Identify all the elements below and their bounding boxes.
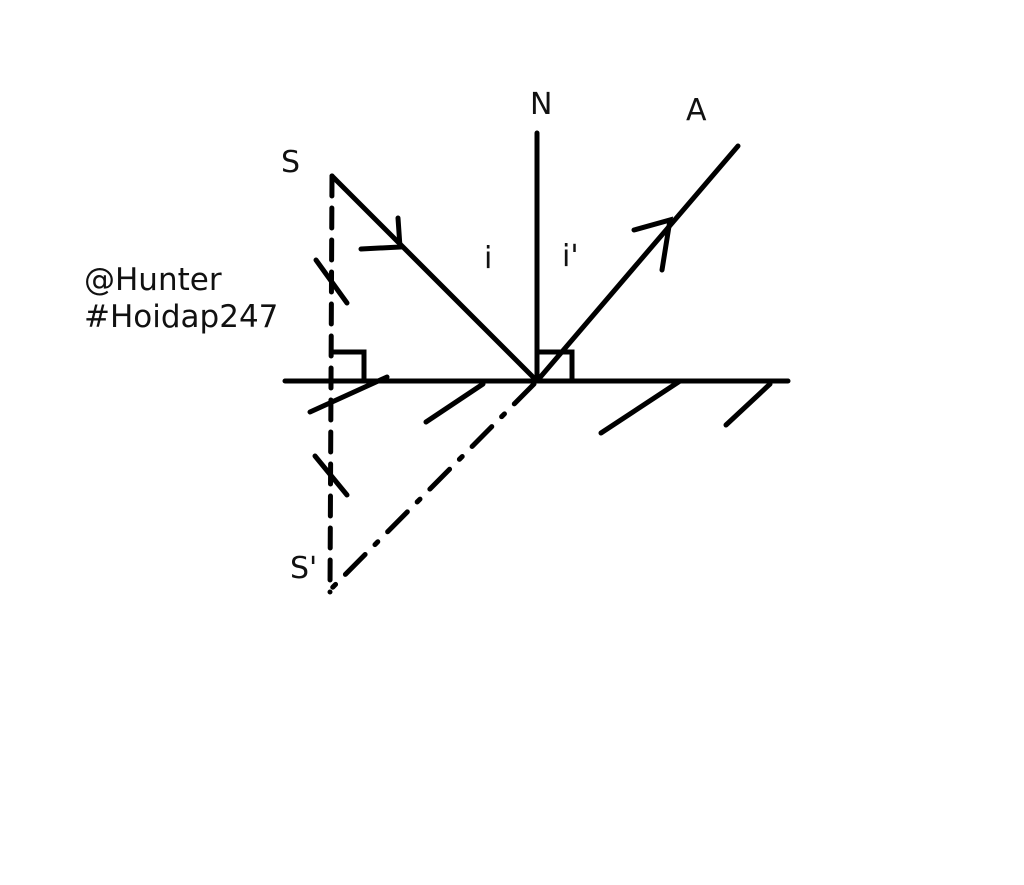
mirror-hatch <box>307 374 390 415</box>
right-angle-mark <box>534 349 575 384</box>
label-source: S <box>281 145 301 180</box>
label-image: S' <box>290 551 318 586</box>
mirror-hatch <box>723 381 773 428</box>
watermark-line2: #Hoidap247 <box>84 299 279 336</box>
right-angle-mark <box>330 349 367 384</box>
label-angle-i: i <box>484 241 493 276</box>
mirror-hatch <box>423 381 486 425</box>
watermark: @Hunter #Hoidap247 <box>84 262 278 336</box>
perpendicular-dashed <box>327 173 335 595</box>
equal-tick <box>312 453 350 498</box>
reflected-arrow-icon <box>631 216 674 273</box>
watermark-line1: @Hunter <box>84 262 222 298</box>
incident-arrow-icon <box>358 215 403 252</box>
mirror-hatch <box>598 378 683 436</box>
equal-tick <box>313 257 350 306</box>
reflected-ray <box>534 143 741 384</box>
incident-ray <box>329 173 540 384</box>
virtual-ray <box>325 381 537 595</box>
label-reflected: A <box>686 93 707 128</box>
label-angle-i-prime: i' <box>562 239 579 274</box>
label-normal: N <box>530 87 553 122</box>
